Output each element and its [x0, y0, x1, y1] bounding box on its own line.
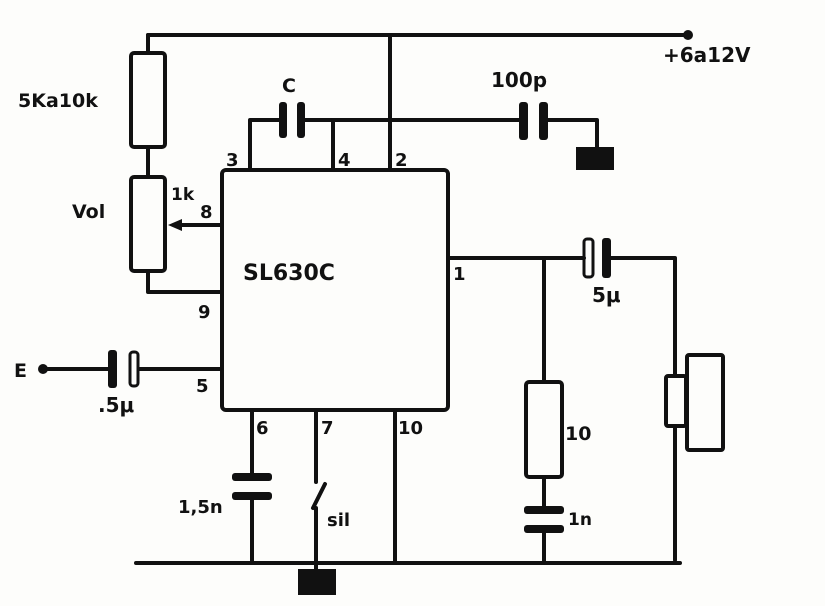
pin-10-label: 10	[398, 418, 423, 439]
resistor-5k-10k-label: 5Ka10k	[18, 90, 98, 112]
wire-pin3-cap-c	[248, 118, 282, 170]
pin-9-label: 9	[198, 302, 211, 323]
cap-in-plate-b	[128, 350, 140, 388]
pin-4-label: 4	[338, 150, 351, 171]
pin-7-label: 7	[321, 418, 334, 439]
wire-cap-c-pin4	[302, 118, 335, 170]
supply-terminal	[683, 30, 693, 40]
pin-3-label: 3	[226, 150, 239, 171]
cap-out-plate-a	[582, 237, 595, 279]
pin-2-label: 2	[395, 150, 408, 171]
cap-out-plate-b	[602, 238, 611, 278]
cap-100p-plate-a	[519, 102, 528, 140]
speaker-magnet	[664, 374, 688, 428]
ground-icon	[576, 147, 614, 170]
pin-8-label: 8	[200, 202, 213, 223]
wire-pin1-out	[446, 256, 677, 562]
resistor-10	[524, 380, 564, 479]
potentiometer-name: Vol	[72, 201, 105, 223]
ic-name: SL630C	[243, 261, 335, 286]
pin-6-label: 6	[256, 418, 269, 439]
switch-label: sil	[327, 510, 350, 531]
wire-pot-pin9	[146, 269, 222, 294]
cap-15n-label: 1,5n	[178, 497, 223, 518]
cap-in-label: .5μ	[98, 393, 135, 417]
cap-c-plate-b	[297, 102, 305, 138]
potentiometer-value: 1k	[171, 185, 195, 205]
cap-c-label: C	[282, 75, 296, 97]
ic-sl630c	[220, 168, 450, 412]
switch-icon	[311, 482, 327, 510]
cap-15n-plate-a	[232, 473, 272, 481]
pin-1-label: 1	[453, 264, 466, 285]
pin-5-label: 5	[196, 376, 209, 397]
cap-1n-plate-b	[524, 525, 564, 533]
resistor-10-label: 10	[565, 423, 591, 445]
cap-100p-plate-b	[539, 102, 548, 140]
input-label: E	[14, 360, 27, 382]
resistor-5k-10k	[129, 51, 167, 149]
supply-label: +6a12V	[663, 43, 751, 67]
ground-icon	[298, 569, 336, 595]
speaker-icon	[685, 353, 725, 452]
potentiometer-vol	[129, 175, 167, 273]
cap-c-plate-a	[279, 102, 287, 138]
cap-15n-plate-b	[232, 492, 272, 500]
cap-1n-plate-a	[524, 506, 564, 514]
cap-1n-label: 1n	[568, 510, 592, 530]
cap-in-plate-a	[108, 350, 117, 388]
cap-100p-label: 100p	[491, 68, 547, 92]
wiper-arrow-icon	[168, 219, 182, 231]
wire-100p	[331, 118, 599, 150]
cap-out-label: 5μ	[592, 283, 621, 307]
